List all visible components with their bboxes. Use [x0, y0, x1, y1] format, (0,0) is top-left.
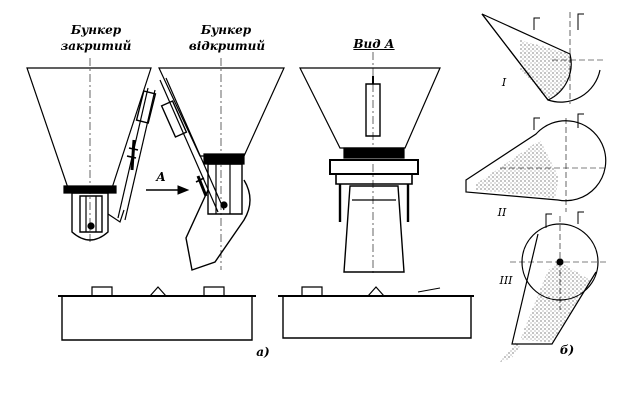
view-a-chute	[344, 186, 404, 272]
view-arrow-a	[146, 186, 188, 194]
label-bunker-closed-2: закритий	[60, 39, 132, 53]
bunker-open-flange	[204, 154, 244, 164]
label-bunker-open-1: Бункер	[200, 23, 252, 37]
scheme-3-material	[520, 262, 590, 342]
bunker-closed-view	[27, 58, 155, 245]
scheme-1-material	[520, 40, 572, 100]
view-a-frame	[330, 160, 418, 174]
label-scheme-1: I	[501, 76, 507, 89]
label-bunker-open-2: відкритий	[188, 39, 266, 53]
view-a-drawing	[300, 52, 440, 276]
bunker-open-cylinder	[160, 78, 224, 212]
label-figure-a: а)	[256, 345, 270, 359]
view-a-hopper	[300, 68, 440, 148]
bunker-closed-gate	[72, 193, 108, 240]
bunker-closed-lever	[108, 210, 124, 222]
bunker-closed-cylinder	[118, 88, 155, 220]
label-view-a: Вид А	[353, 37, 395, 51]
label-bunker-closed-1: Бункер	[70, 23, 122, 37]
label-figure-b: б)	[559, 343, 575, 357]
platform-right	[278, 287, 474, 338]
bunker-closed-pivot	[88, 223, 94, 229]
view-a-flange	[344, 148, 404, 158]
label-arrow-a: А	[156, 170, 166, 184]
scheme-3	[500, 212, 606, 362]
scheme-2-shell	[466, 121, 606, 201]
scheme-2	[466, 114, 606, 212]
bunker-open-gate	[186, 180, 250, 270]
label-scheme-2: II	[497, 206, 507, 219]
scheme-1	[482, 12, 604, 104]
scheme-3-pivot	[557, 259, 563, 265]
scheme-3-chute	[512, 234, 596, 344]
label-scheme-3: III	[499, 274, 513, 287]
bunker-closed-flange	[64, 186, 116, 193]
bunker-closed-body	[80, 196, 102, 232]
platform-left	[58, 287, 256, 340]
scheme-2-material	[476, 140, 558, 198]
scheme-3-flow	[500, 342, 520, 362]
bunker-open-view	[159, 58, 284, 270]
